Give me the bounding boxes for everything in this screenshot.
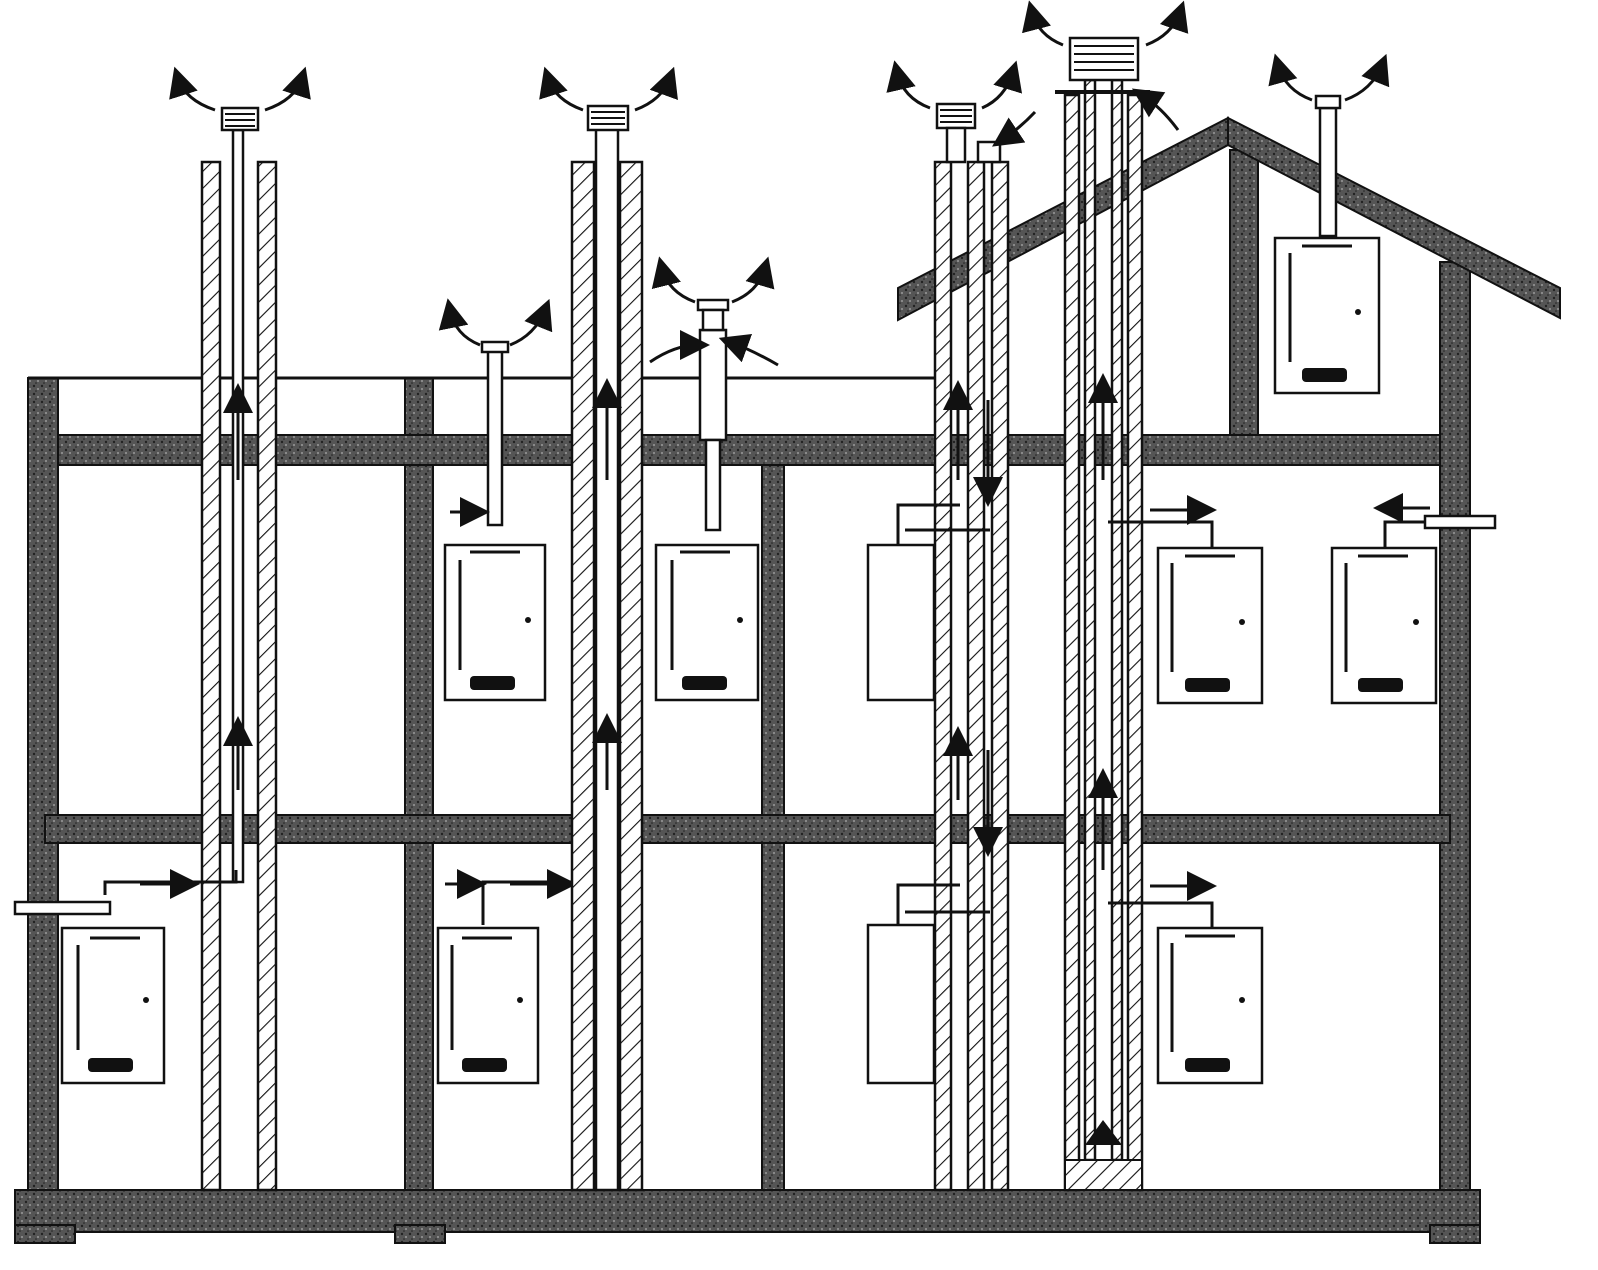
flue-system-7 <box>1268 53 1390 238</box>
chimney-1-wall-right <box>256 160 278 1192</box>
chimney-6-outer-right <box>1126 93 1144 1192</box>
coaxial-inner-4 <box>704 438 722 532</box>
exhaust-arrow-right-4 <box>731 256 775 304</box>
exhaust-arrow-left-3 <box>539 66 584 112</box>
connector-pipe-5a <box>896 503 960 545</box>
flue-cap-icon <box>696 298 730 332</box>
roof-vent-pipe-7 <box>1318 106 1338 238</box>
flue-cap-icon <box>586 104 630 132</box>
flue-system-1 <box>13 66 311 1192</box>
chimney-3-wall-left <box>570 160 596 1192</box>
flue-cap-icon <box>1068 36 1140 82</box>
exhaust-arrow-left-1 <box>169 66 216 112</box>
flue-system-5 <box>886 60 1037 1192</box>
intake-arrow-left-4 <box>649 330 710 364</box>
chimney-3-flue <box>594 126 620 1192</box>
exhaust-arrow-left-6 <box>1022 0 1064 47</box>
wall-terminal-8 <box>1423 514 1497 530</box>
exhaust-arrow-left-5 <box>886 60 931 110</box>
flue-cap-icon <box>220 106 260 132</box>
flue-system-2 <box>438 298 590 925</box>
wall-attic-post <box>1229 149 1259 436</box>
water-heater-icon <box>866 543 936 702</box>
condensate-trap-6 <box>1085 1120 1122 1145</box>
chimney-6-inner-left <box>1083 78 1097 1162</box>
water-heater-icon <box>1330 546 1438 705</box>
chimney-6-outer-left <box>1063 93 1081 1192</box>
wall-outer-right <box>1439 261 1471 1191</box>
water-heater-icon <box>866 923 936 1085</box>
foundation-footing-left <box>14 1224 76 1244</box>
building-structure <box>14 116 1561 1244</box>
chimney-6-inner-right <box>1110 78 1124 1162</box>
foundation-footing-mid <box>394 1224 446 1244</box>
water-heater-icon <box>1156 926 1264 1085</box>
flue-cap-icon <box>1314 94 1342 110</box>
chimney-5-wall-right <box>990 160 1010 1192</box>
water-heater-icon <box>60 926 166 1085</box>
flue-cap-icon <box>935 102 977 164</box>
pitched-roof-right <box>1227 116 1561 320</box>
chimney-1-wall-left <box>200 160 222 1192</box>
connector-pipe-6b <box>1108 901 1214 928</box>
flue-system-3 <box>539 66 678 1192</box>
upper-floor-slab <box>57 434 1441 466</box>
exhaust-arrow-left-2 <box>438 298 481 347</box>
exhaust-arrow-left-7 <box>1268 53 1313 102</box>
flue-cap-icon <box>480 340 510 354</box>
intake-arrow-5 <box>992 110 1037 147</box>
foundation-slab <box>14 1189 1481 1233</box>
connector-pipe-5b <box>896 883 960 925</box>
flue-system-4 <box>649 256 779 532</box>
water-heaters <box>60 236 1438 1085</box>
water-heater-icon <box>1273 236 1381 395</box>
exhaust-arrow-right-1 <box>264 66 311 112</box>
coaxial-pipe-4 <box>698 328 728 442</box>
wall-outer-left <box>27 377 59 1191</box>
flue-system-6 <box>1022 0 1217 1192</box>
chimney-5-wall-mid <box>966 160 986 1192</box>
intake-arrow-6 <box>1131 88 1180 131</box>
intake-arrow-right-4 <box>718 334 779 367</box>
exhaust-arrow-right-6 <box>1145 0 1189 47</box>
water-heater-icon <box>436 926 540 1085</box>
water-heater-icon <box>1156 546 1264 705</box>
exhaust-arrow-right-5 <box>981 60 1023 110</box>
exhaust-arrow-right-2 <box>509 298 553 347</box>
air-inlet-5 <box>976 140 1002 164</box>
chimney-3-wall-right <box>618 160 644 1192</box>
chimney-6-base <box>1064 1159 1143 1191</box>
chimney-5-wall-left <box>933 160 953 1192</box>
water-heater-icon <box>443 543 547 702</box>
water-heater-icon <box>654 543 760 702</box>
exhaust-arrow-left-4 <box>651 256 696 304</box>
wall-terminal-1 <box>13 900 112 916</box>
foundation-footing-right <box>1429 1224 1481 1244</box>
connector-pipe-6a <box>1108 520 1214 548</box>
exhaust-arrow-right-3 <box>634 66 678 112</box>
roof-vent-pipe-2 <box>486 348 504 527</box>
wall-partition-1 <box>404 377 434 1191</box>
flue-system-8 <box>1373 493 1497 548</box>
lower-floor-slab <box>44 814 1451 844</box>
exhaust-arrow-right-7 <box>1344 53 1390 102</box>
